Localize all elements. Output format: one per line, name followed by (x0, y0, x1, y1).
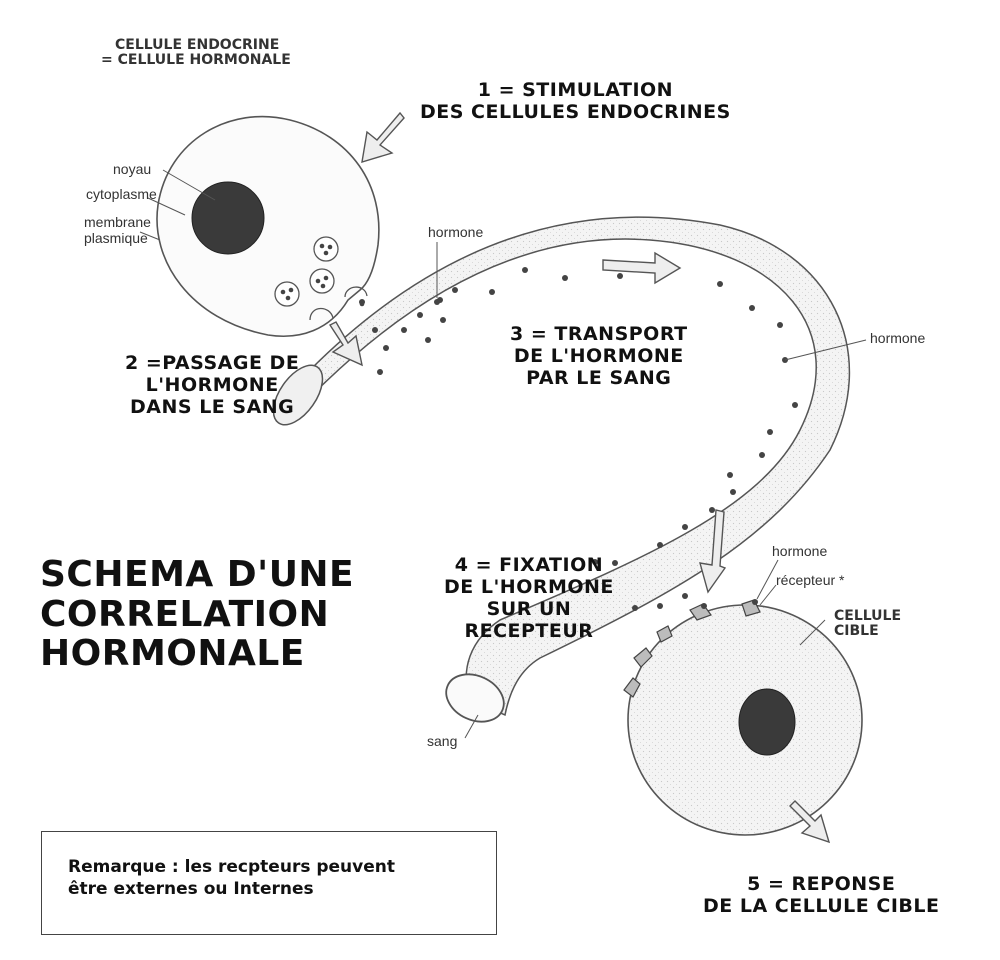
step-4-label: 4 = FIXATION DE L'HORMONE SUR UN RECEPTE… (444, 554, 614, 642)
step3-line3: PAR LE SANG (526, 366, 672, 389)
vessel-opening-bottom (445, 673, 505, 723)
step4-line2: DE L'HORMONE (444, 575, 614, 598)
step3-line1: 3 = TRANSPORT (510, 323, 688, 345)
label-cytoplasme: cytoplasme (86, 186, 157, 202)
step1-line2: DES CELLULES ENDOCRINES (420, 100, 731, 123)
process-arrows (328, 111, 831, 844)
arrow-transport (602, 251, 682, 285)
label-membrane-plasmique: membrane plasmique (84, 214, 151, 246)
arrow-stimulation (361, 111, 405, 163)
remark-line1: Remarque : les recpteurs peuvent (68, 857, 396, 877)
target-title-line2: CIBLE (834, 623, 879, 640)
arrow-response (789, 800, 831, 844)
remark-box: Remarque : les recpteurs peuvent être ex… (41, 831, 497, 935)
step1-line1: 1 = STIMULATION (477, 79, 674, 101)
membrane-line2: plasmique (84, 230, 148, 247)
endocrine-nucleus (191, 181, 265, 255)
vessel-end-top (272, 364, 324, 426)
step4-line1: 4 = FIXATION (454, 554, 604, 576)
step2-line3: DANS LE SANG (130, 395, 295, 418)
label-noyau: noyau (113, 161, 152, 177)
main-title: SCHEMA D'UNE CORRELATION HORMONALE (40, 555, 354, 674)
membrane-line1: membrane (84, 214, 151, 230)
step5-line1: 5 = REPONSE (747, 873, 896, 895)
leader-lines (139, 169, 867, 739)
main-title-line3: HORMONALE (40, 633, 305, 675)
step-2-label: 2 =PASSAGE DE L'HORMONE DANS LE SANG (125, 352, 300, 419)
target-title-line1: CELLULE (834, 608, 902, 624)
step5-line2: DE LA CELLULE CIBLE (703, 894, 940, 917)
secretion-vesicles (274, 236, 368, 321)
step-3-label: 3 = TRANSPORT DE L'HORMONE PAR LE SANG (510, 323, 688, 390)
target-cell-title: CELLULE CIBLE (834, 608, 902, 640)
label-recepteur: récepteur * (776, 572, 845, 588)
target-nucleus (738, 688, 796, 756)
step2-line2: L'HORMONE (145, 373, 279, 396)
main-title-line2: CORRELATION (40, 593, 330, 635)
label-hormone-right: hormone (870, 330, 926, 346)
label-hormone-top: hormone (428, 224, 484, 240)
endocrine-title-line1: CELLULE ENDOCRINE (115, 37, 280, 53)
step3-line2: DE L'HORMONE (513, 344, 684, 367)
arrow-fixation (699, 509, 727, 594)
main-title-line1: SCHEMA D'UNE (40, 554, 355, 595)
step4-line4: RECEPTEUR (464, 619, 594, 642)
remark-line2: être externes ou Internes (68, 879, 314, 900)
step2-line1: 2 =PASSAGE DE (125, 352, 300, 374)
step-1-label: 1 = STIMULATION DES CELLULES ENDOCRINES (420, 79, 731, 124)
remark-text: Remarque : les recpteurs peuvent être ex… (68, 856, 395, 900)
hormone-dots (359, 267, 798, 611)
step-5-label: 5 = REPONSE DE LA CELLULE CIBLE (703, 873, 940, 918)
label-target-hormone: hormone (772, 543, 828, 559)
endocrine-cell (156, 115, 380, 337)
label-sang: sang (427, 733, 458, 749)
endocrine-cell-title: CELLULE ENDOCRINE = CELLULE HORMONALE (101, 38, 291, 67)
blood-vessel (289, 216, 851, 717)
endocrine-title-line2: = CELLULE HORMONALE (101, 51, 291, 68)
arrow-passage (328, 321, 363, 367)
step4-line3: SUR UN (486, 597, 572, 620)
